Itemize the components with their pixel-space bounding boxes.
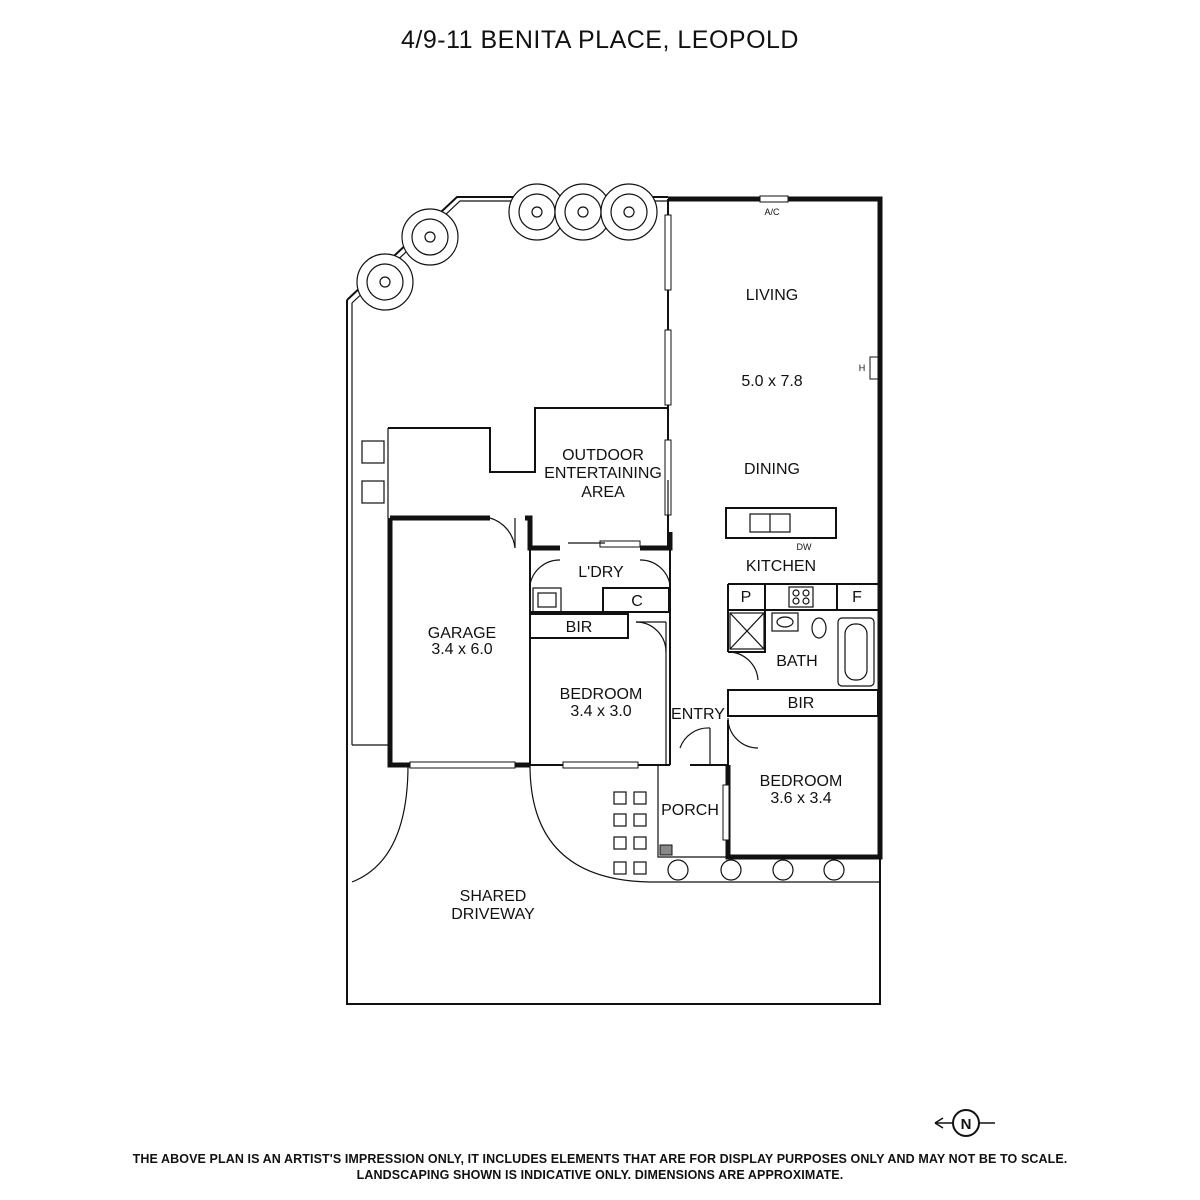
- driveway-curve: [529, 764, 880, 883]
- tree-icon: [554, 183, 612, 241]
- bir-2: [727, 689, 879, 717]
- basin-bowl: [776, 616, 794, 628]
- room-dims-bedroom: 3.6 x 3.4: [770, 790, 831, 807]
- outdoor-area-outline: [388, 407, 668, 473]
- room-dims-garage: 3.4 x 6.0: [431, 641, 492, 658]
- door-swing: [635, 621, 667, 653]
- shrub-icon: [772, 859, 794, 881]
- room-label-bir: BIR: [788, 695, 815, 712]
- tree-icon: [600, 183, 658, 241]
- driveway-curve: [351, 764, 409, 883]
- site-boundary: [346, 196, 881, 1005]
- trees: [356, 183, 658, 311]
- room-label-garage: GARAGE: [428, 625, 496, 642]
- stepping-stones: [613, 791, 647, 875]
- cooktop-icon: [788, 586, 814, 608]
- porch-outline: [657, 765, 728, 858]
- room-dims-bedroom: 3.4 x 3.0: [570, 703, 631, 720]
- room-label-outdoor: AREA: [581, 484, 625, 501]
- cupboard: [602, 587, 670, 613]
- laundry-tub-basin: [537, 592, 557, 608]
- fixture-label-ac: A/C: [764, 207, 780, 217]
- door-swing: [529, 559, 561, 586]
- toilet-icon: [811, 617, 827, 639]
- door-swing: [679, 727, 711, 749]
- tree-icon: [356, 253, 414, 311]
- room-dims-living: 5.0 x 7.8: [741, 373, 802, 390]
- room-label-outdoor: OUTDOOR: [562, 447, 644, 464]
- room-label-cupboard: C: [631, 593, 643, 610]
- room-label-living: LIVING: [746, 287, 798, 304]
- shower-cross: [729, 612, 765, 650]
- door-swing: [727, 717, 759, 749]
- area-label-driveway: SHARED: [460, 888, 527, 905]
- room-label-pantry: P: [741, 589, 752, 606]
- room-label-bir: BIR: [566, 619, 593, 636]
- heater: [869, 356, 879, 380]
- window: [722, 784, 730, 841]
- room-label-kitchen: KITCHEN: [746, 558, 816, 575]
- door-swing: [639, 559, 671, 586]
- ac-unit: [759, 195, 789, 203]
- room-label-laundry: L'DRY: [578, 564, 624, 581]
- laundry-tub: [532, 587, 562, 613]
- shrub-icon: [667, 859, 689, 881]
- shrub-icon: [823, 859, 845, 881]
- shower: [729, 612, 765, 650]
- room-label-bedroom: BEDROOM: [560, 686, 643, 703]
- basin-icon: [771, 612, 799, 632]
- shrub-icon: [720, 859, 742, 881]
- paver: [361, 480, 385, 504]
- window: [664, 329, 672, 406]
- tree-icon: [401, 208, 459, 266]
- room-label-entry: ENTRY: [671, 706, 725, 723]
- bathroom-walls: [727, 610, 880, 691]
- room-label-porch: PORCH: [661, 802, 719, 819]
- door-swing: [727, 651, 759, 681]
- window: [562, 761, 639, 769]
- room-label-bath: BATH: [776, 653, 817, 670]
- bathtub-icon: [837, 617, 875, 687]
- compass-icon: N: [934, 1109, 995, 1137]
- tree-icon: [508, 183, 566, 241]
- kitchen-island: [725, 507, 837, 539]
- disclaimer: THE ABOVE PLAN IS AN ARTIST'S IMPRESSION…: [0, 1151, 1200, 1183]
- room-label-fridge: F: [852, 589, 862, 606]
- paver: [361, 440, 385, 464]
- area-label-driveway: DRIVEWAY: [451, 906, 535, 923]
- garage-door: [409, 761, 516, 769]
- room-label-bedroom: BEDROOM: [760, 773, 843, 790]
- shrubs: [667, 859, 845, 881]
- room-label-dining: DINING: [744, 461, 800, 478]
- room-label-outdoor: ENTERTAINING: [544, 465, 662, 482]
- window: [664, 214, 672, 291]
- disclaimer-line: LANDSCAPING SHOWN IS INDICATIVE ONLY. DI…: [356, 1168, 844, 1182]
- porch-step: [659, 844, 673, 856]
- plan-title: 4/9-11 BENITA PLACE, LEOPOLD: [401, 26, 799, 54]
- bathtub-inner: [844, 623, 868, 681]
- disclaimer-line: THE ABOVE PLAN IS AN ARTIST'S IMPRESSION…: [132, 1152, 1068, 1166]
- compass-label: N: [961, 1116, 972, 1133]
- laundry-door: [599, 540, 641, 548]
- bir-1: [529, 613, 629, 639]
- fixture-label-dishwasher: DW: [797, 542, 812, 552]
- door-swing: [489, 517, 516, 549]
- fixture-label-heater: H: [859, 363, 866, 373]
